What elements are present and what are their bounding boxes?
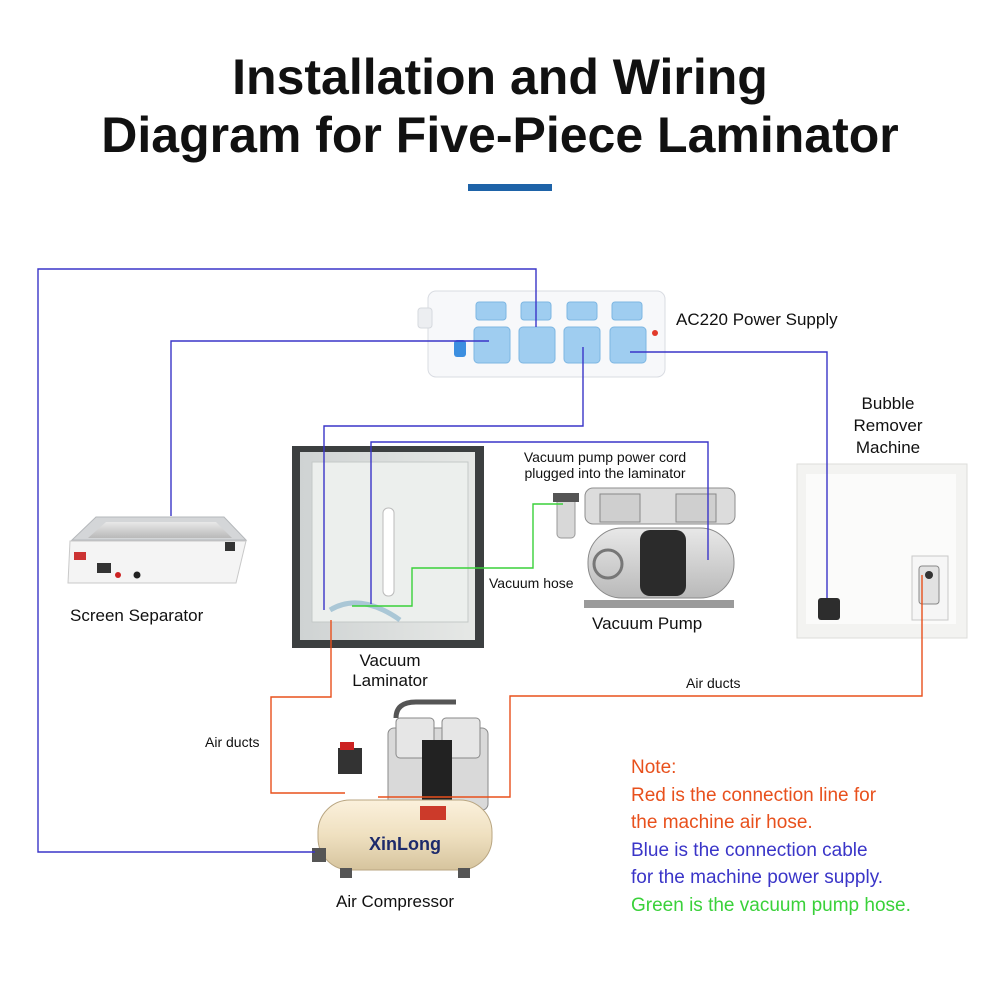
air-compressor: XinLong: [312, 699, 493, 878]
pump-cord-note-line2: plugged into the laminator: [524, 465, 686, 481]
air-ducts: [270, 575, 923, 798]
pump-cord-note-line1: Vacuum pump power cord: [523, 449, 687, 465]
note-heading: Note:: [631, 757, 677, 778]
bubble-remover-label-line3: Machine: [855, 438, 921, 457]
power-cable-screen-separator: [170, 340, 489, 516]
screen-separator: [67, 516, 248, 584]
power-cable-laminator: [323, 347, 584, 610]
bubble-remover-machine: [796, 463, 968, 639]
screen-separator-label: Screen Separator: [70, 606, 204, 625]
note-red-line2: the machine air hose.: [631, 812, 813, 833]
pump-power-cord: [370, 441, 709, 604]
bubble-remover-label-line2: Remover: [853, 416, 923, 435]
bubble-remover-label-line1: Bubble: [861, 394, 915, 413]
legend-note: Note: Red is the connection line for the…: [631, 754, 911, 919]
air-ducts-left-label: Air ducts: [205, 734, 260, 750]
laminator-label-line1: Vacuum: [359, 651, 421, 670]
note-red-line1: Red is the connection line for: [631, 784, 877, 806]
page-title-line2: Diagram for Five-Piece Laminator: [101, 107, 899, 163]
power-cable-air-compressor: [37, 268, 537, 853]
page-title-line1: Installation and Wiring: [232, 49, 768, 105]
air-duct-laminator: [270, 620, 345, 794]
vacuum-laminator: [292, 446, 484, 648]
vacuum-pump-label: Vacuum Pump: [592, 614, 703, 633]
note-blue-line1: Blue is the connection cable: [631, 839, 868, 861]
compressor-brand-logo: XinLong: [369, 834, 441, 854]
power-cables: [37, 268, 828, 853]
power-supply-label: AC220 Power Supply: [676, 310, 838, 329]
air-duct-bubble-remover: [378, 575, 923, 798]
title-accent-bar: [468, 184, 552, 191]
vacuum-hose: [352, 503, 563, 607]
laminator-label-line2: Laminator: [352, 671, 428, 690]
note-blue-line2: for the machine power supply.: [631, 867, 884, 888]
vacuum-hose-label: Vacuum hose: [489, 575, 574, 591]
power-strip: [417, 290, 666, 378]
power-cable-bubble-remover: [630, 351, 828, 598]
air-compressor-label: Air Compressor: [336, 892, 455, 911]
air-ducts-right-label: Air ducts: [686, 675, 741, 691]
note-green-line: Green is the vacuum pump hose.: [631, 894, 911, 916]
vacuum-pump: [553, 487, 736, 608]
